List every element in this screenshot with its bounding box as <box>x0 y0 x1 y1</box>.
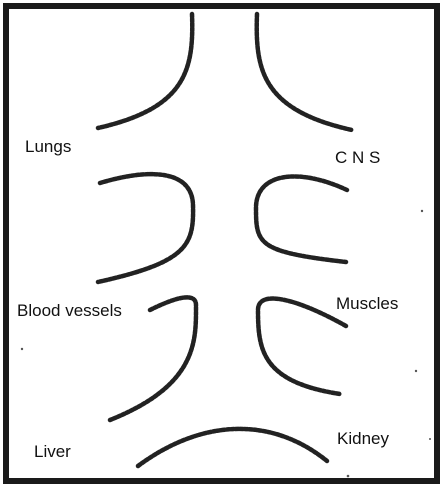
scan-speck <box>347 475 350 478</box>
scan-speck <box>415 370 417 372</box>
branch-left-hook-lungs-blood-vessels <box>98 174 193 282</box>
trunk-left-branch-to-lungs <box>98 14 192 128</box>
diagram-border <box>6 6 437 481</box>
scan-speck <box>21 348 23 350</box>
scan-speck <box>429 438 431 440</box>
label-lungs: Lungs <box>25 137 71 156</box>
branch-right-hook-muscles-liver <box>258 299 346 394</box>
label-cns: C N S <box>335 148 380 167</box>
label-liver: Liver <box>34 442 71 461</box>
label-muscles: Muscles <box>336 294 398 313</box>
label-blood-vessels: Blood vessels <box>17 301 122 320</box>
label-kidney: Kidney <box>337 429 389 448</box>
scan-speck <box>421 210 423 212</box>
branch-right-hook-cns-muscles <box>256 176 347 262</box>
branch-arch-liver-kidney <box>138 429 327 466</box>
branch-left-hook-blood-vessels-liver <box>110 297 196 420</box>
trunk-right-branch-to-cns <box>257 14 352 130</box>
